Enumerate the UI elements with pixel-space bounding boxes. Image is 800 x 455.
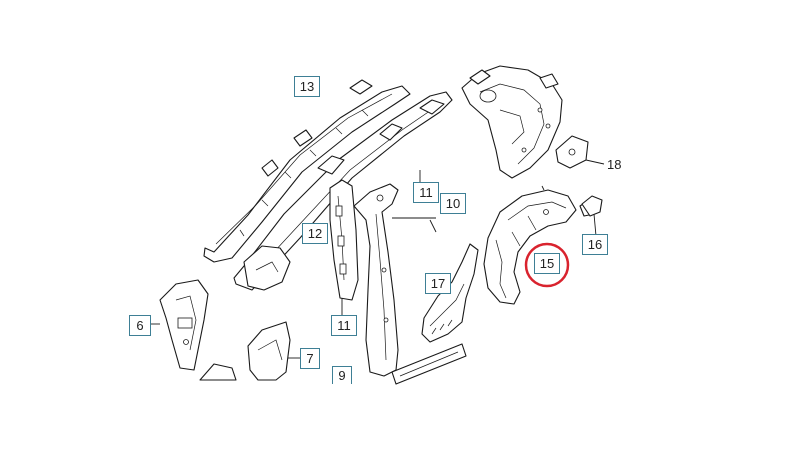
callout-17[interactable]: 17 — [425, 273, 451, 294]
b-pillar-part — [353, 170, 437, 377]
clip-part-16 — [581, 195, 603, 237]
a-pillar-lower-part — [148, 279, 209, 371]
rear-quarter-upper-part — [461, 65, 563, 179]
misc-edge-parts — [199, 363, 237, 381]
callout-11-lower[interactable]: 11 — [331, 315, 357, 336]
sill-front-part — [247, 321, 300, 381]
callout-10[interactable]: 10 — [440, 193, 466, 214]
roof-rail-part — [203, 79, 411, 263]
callout-11-upper[interactable]: 11 — [413, 182, 439, 203]
sill-lower-strip-part — [391, 343, 467, 385]
callout-7[interactable]: 7 — [300, 348, 320, 369]
callout-12[interactable]: 12 — [302, 223, 328, 244]
callout-13[interactable]: 13 — [294, 76, 320, 97]
label-18: 18 — [607, 157, 622, 172]
callout-15[interactable]: 15 — [534, 253, 560, 274]
b-pillar-reinforcement-part — [329, 179, 359, 316]
bracket-part-18 — [555, 135, 605, 169]
callout-16[interactable]: 16 — [582, 234, 608, 255]
roof-cant-rail-part — [233, 91, 453, 291]
callout-6[interactable]: 6 — [129, 315, 151, 336]
callout-9[interactable]: 9 — [332, 366, 352, 384]
